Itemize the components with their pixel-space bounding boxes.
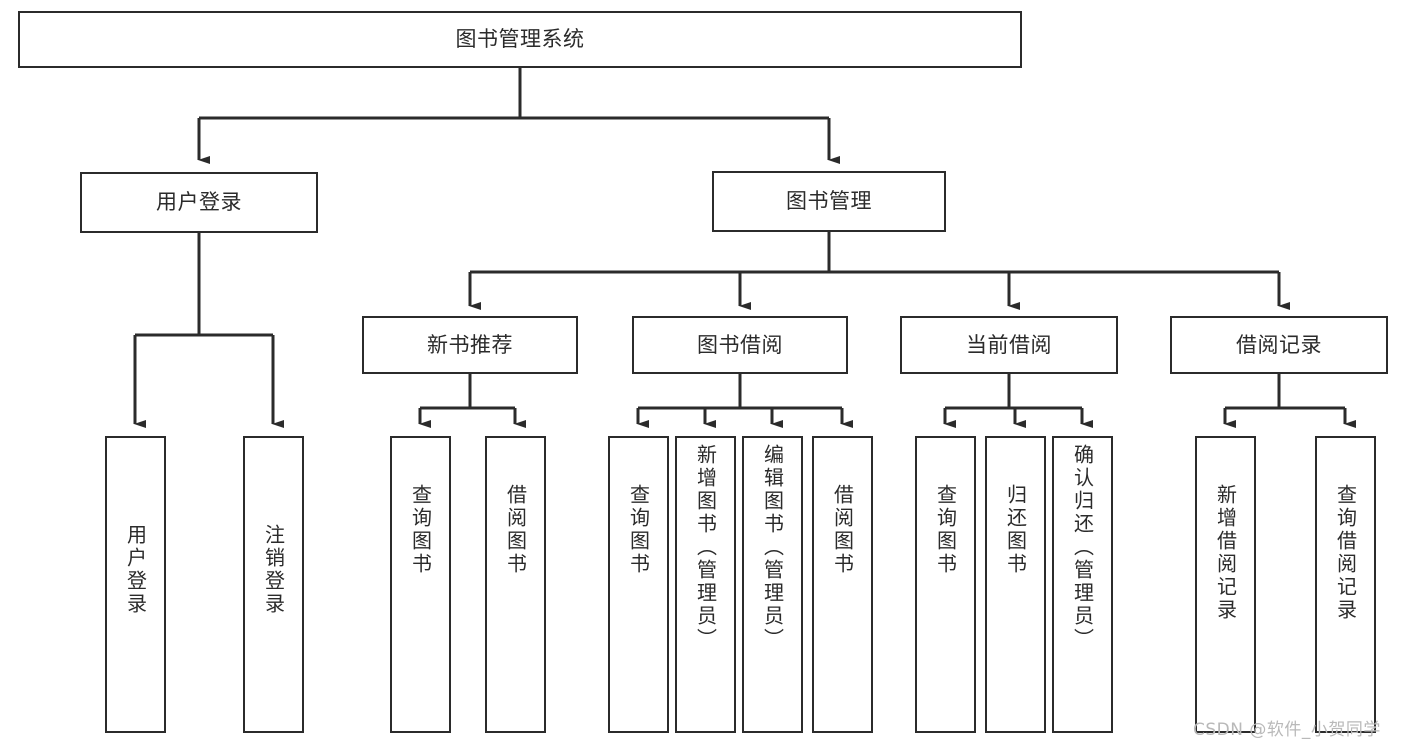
node-leaf-new-book-query-book[interactable]: 查询图书 [390, 436, 451, 733]
node-label: 确认归还（管理员） [1070, 444, 1095, 651]
node-leaf-current-borrow-confirm-return-admin[interactable]: 确认归还（管理员） [1052, 436, 1113, 733]
node-label: 新增借阅记录 [1213, 484, 1238, 622]
node-borrow-record[interactable]: 借阅记录 [1170, 316, 1388, 374]
node-new-book-recommend[interactable]: 新书推荐 [362, 316, 578, 374]
node-current-borrow[interactable]: 当前借阅 [900, 316, 1118, 374]
node-leaf-book-borrow-add-book-admin[interactable]: 新增图书（管理员） [675, 436, 736, 733]
node-label: 新书推荐 [427, 332, 513, 357]
node-label: 归还图书 [1003, 484, 1028, 576]
node-label: 注销登录 [261, 524, 286, 616]
node-label: 当前借阅 [966, 332, 1052, 357]
node-book-management[interactable]: 图书管理 [712, 171, 946, 232]
node-leaf-current-borrow-query-book[interactable]: 查询图书 [915, 436, 976, 733]
node-label: 查询图书 [626, 484, 651, 576]
node-leaf-user-login-login[interactable]: 用户登录 [105, 436, 166, 733]
node-book-borrow[interactable]: 图书借阅 [632, 316, 848, 374]
node-user-login[interactable]: 用户登录 [80, 172, 318, 233]
node-leaf-book-borrow-query-book[interactable]: 查询图书 [608, 436, 669, 733]
node-label: 查询图书 [408, 484, 433, 576]
node-label: 图书管理 [786, 189, 872, 214]
node-label: 借阅图书 [503, 484, 528, 576]
node-root-book-management-system[interactable]: 图书管理系统 [18, 11, 1022, 68]
node-leaf-current-borrow-return-book[interactable]: 归还图书 [985, 436, 1046, 733]
node-leaf-new-book-borrow-book[interactable]: 借阅图书 [485, 436, 546, 733]
node-leaf-book-borrow-edit-book-admin[interactable]: 编辑图书（管理员） [742, 436, 803, 733]
node-label: 用户登录 [156, 190, 242, 215]
node-leaf-book-borrow-borrow-book[interactable]: 借阅图书 [812, 436, 873, 733]
node-leaf-user-login-logout[interactable]: 注销登录 [243, 436, 304, 733]
node-label: 用户登录 [123, 524, 148, 616]
node-label: 编辑图书（管理员） [760, 444, 785, 651]
node-label: 借阅图书 [830, 484, 855, 576]
node-label: 图书管理系统 [455, 27, 585, 52]
node-leaf-borrow-record-query-record[interactable]: 查询借阅记录 [1315, 436, 1376, 733]
node-label: 查询图书 [933, 484, 958, 576]
node-leaf-borrow-record-add-record[interactable]: 新增借阅记录 [1195, 436, 1256, 733]
node-label: 图书借阅 [697, 332, 783, 357]
node-label: 借阅记录 [1236, 332, 1322, 357]
node-label: 新增图书（管理员） [693, 444, 718, 651]
node-label: 查询借阅记录 [1333, 484, 1358, 622]
